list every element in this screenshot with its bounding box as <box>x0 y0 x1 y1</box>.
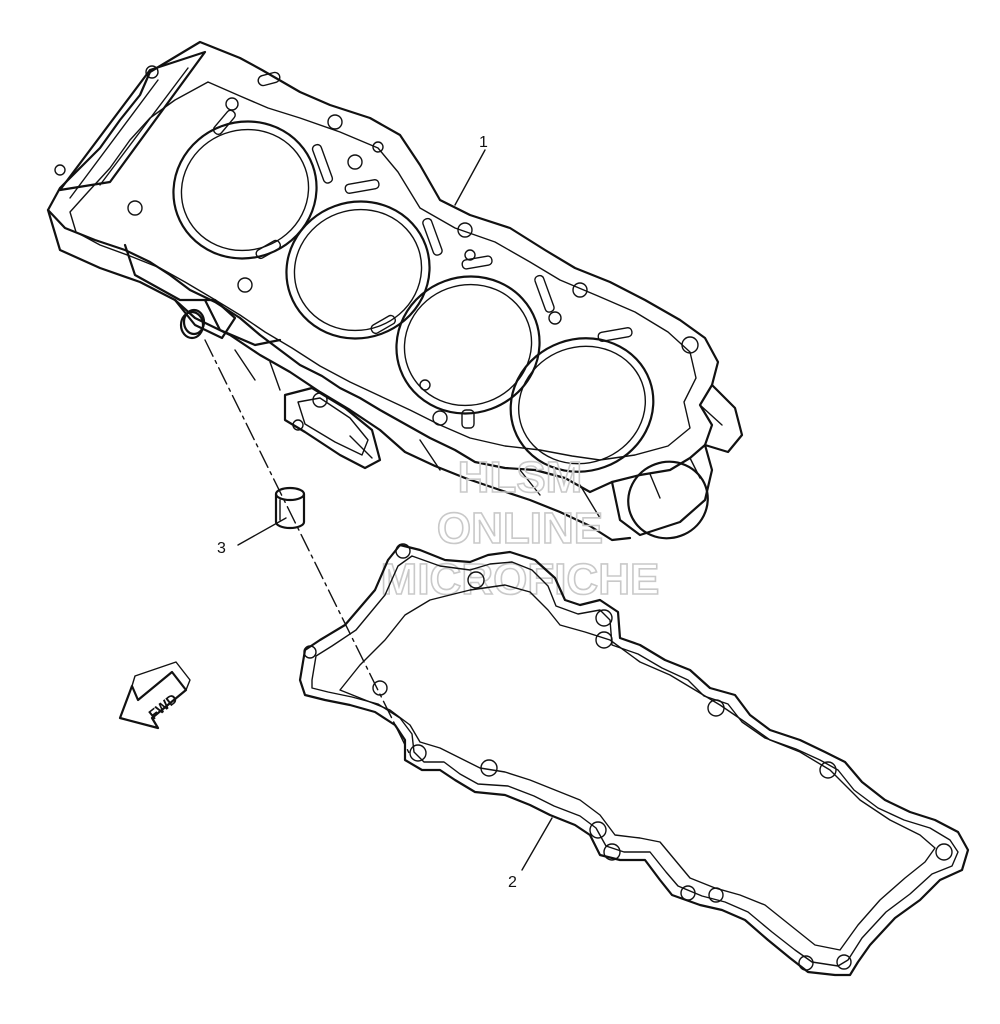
watermark: HLSM ONLINE MICROFICHE <box>380 452 660 605</box>
leader-line-1 <box>454 149 486 206</box>
part-label-1: 1 <box>479 134 488 151</box>
watermark-line-1: HLSM <box>458 453 583 502</box>
leader-line-3 <box>237 517 287 546</box>
leader-line-2 <box>521 817 553 871</box>
watermark-line-2: ONLINE <box>437 504 603 553</box>
fwd-arrow-label: FWD <box>145 690 180 722</box>
part-label-3: 3 <box>217 540 226 557</box>
watermark-line-3: MICROFICHE <box>381 555 660 604</box>
cylinder-block <box>46 40 744 542</box>
head-gasket <box>298 543 970 977</box>
alignment-line <box>204 339 411 756</box>
part-label-2: 2 <box>508 874 517 891</box>
fwd-arrow-icon: FWD <box>118 661 191 730</box>
dowel-pin-mounted <box>182 308 206 336</box>
